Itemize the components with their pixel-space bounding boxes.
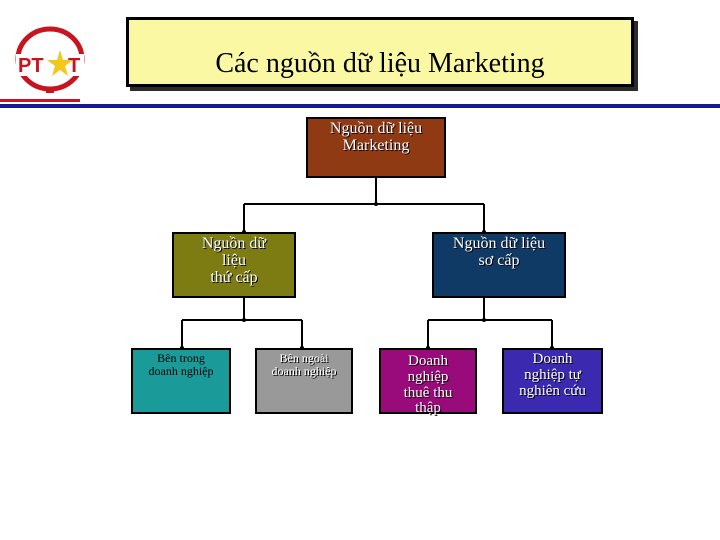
node-external-sources: Bên ngoài doanh nghiệp [255,348,353,414]
node-marketing-data-sources: Nguồn dữ liệu Marketing [306,117,446,178]
node-label: thứ cấp [210,268,258,286]
node-label: sơ cấp [478,251,520,269]
node-label: doanh nghiệp [148,363,214,378]
node-label: Nguồn dữ liệu [452,235,546,252]
node-label: Nguồn dữ [201,235,267,252]
node-secondary-data: Nguồn dữ liệu thứ cấp [172,232,296,298]
ptit-logo: PT T [15,26,85,93]
accent-rule-blue [0,104,720,108]
logo-text-left: PT [18,55,44,77]
node-label: Bên trong [157,351,205,365]
node-label: nghiên cứu [519,382,586,399]
node-label: Doanh [408,353,448,369]
node-label: nghiệp [407,368,449,385]
node-label: liệu [221,251,246,269]
node-label: nghiệp tự [524,366,581,383]
node-label: doanh nghiệp [271,363,337,378]
node-primary-data: Nguồn dữ liệu sơ cấp [432,232,566,298]
node-label: Bên ngoài [279,351,329,365]
node-self-research: Doanh nghiệp tự nghiên cứu [502,348,603,414]
star-icon [47,50,73,76]
node-hired-research: Doanh nghiệp thuê thu thập [379,348,477,417]
logo-text-right: T [68,55,80,77]
node-internal-sources: Bên trong doanh nghiệp [131,348,231,414]
accent-rule-red [0,99,80,102]
node-label: Nguồn dữ liệu [329,120,423,137]
node-label: Marketing [342,136,410,154]
page-title: Các nguồn dữ liệu Marketing [215,48,545,79]
node-label: thuê thu [403,384,453,401]
node-label: Doanh [532,351,573,367]
title-box: Các nguồn dữ liệu Marketing [126,17,634,87]
node-label: thập [415,400,441,417]
